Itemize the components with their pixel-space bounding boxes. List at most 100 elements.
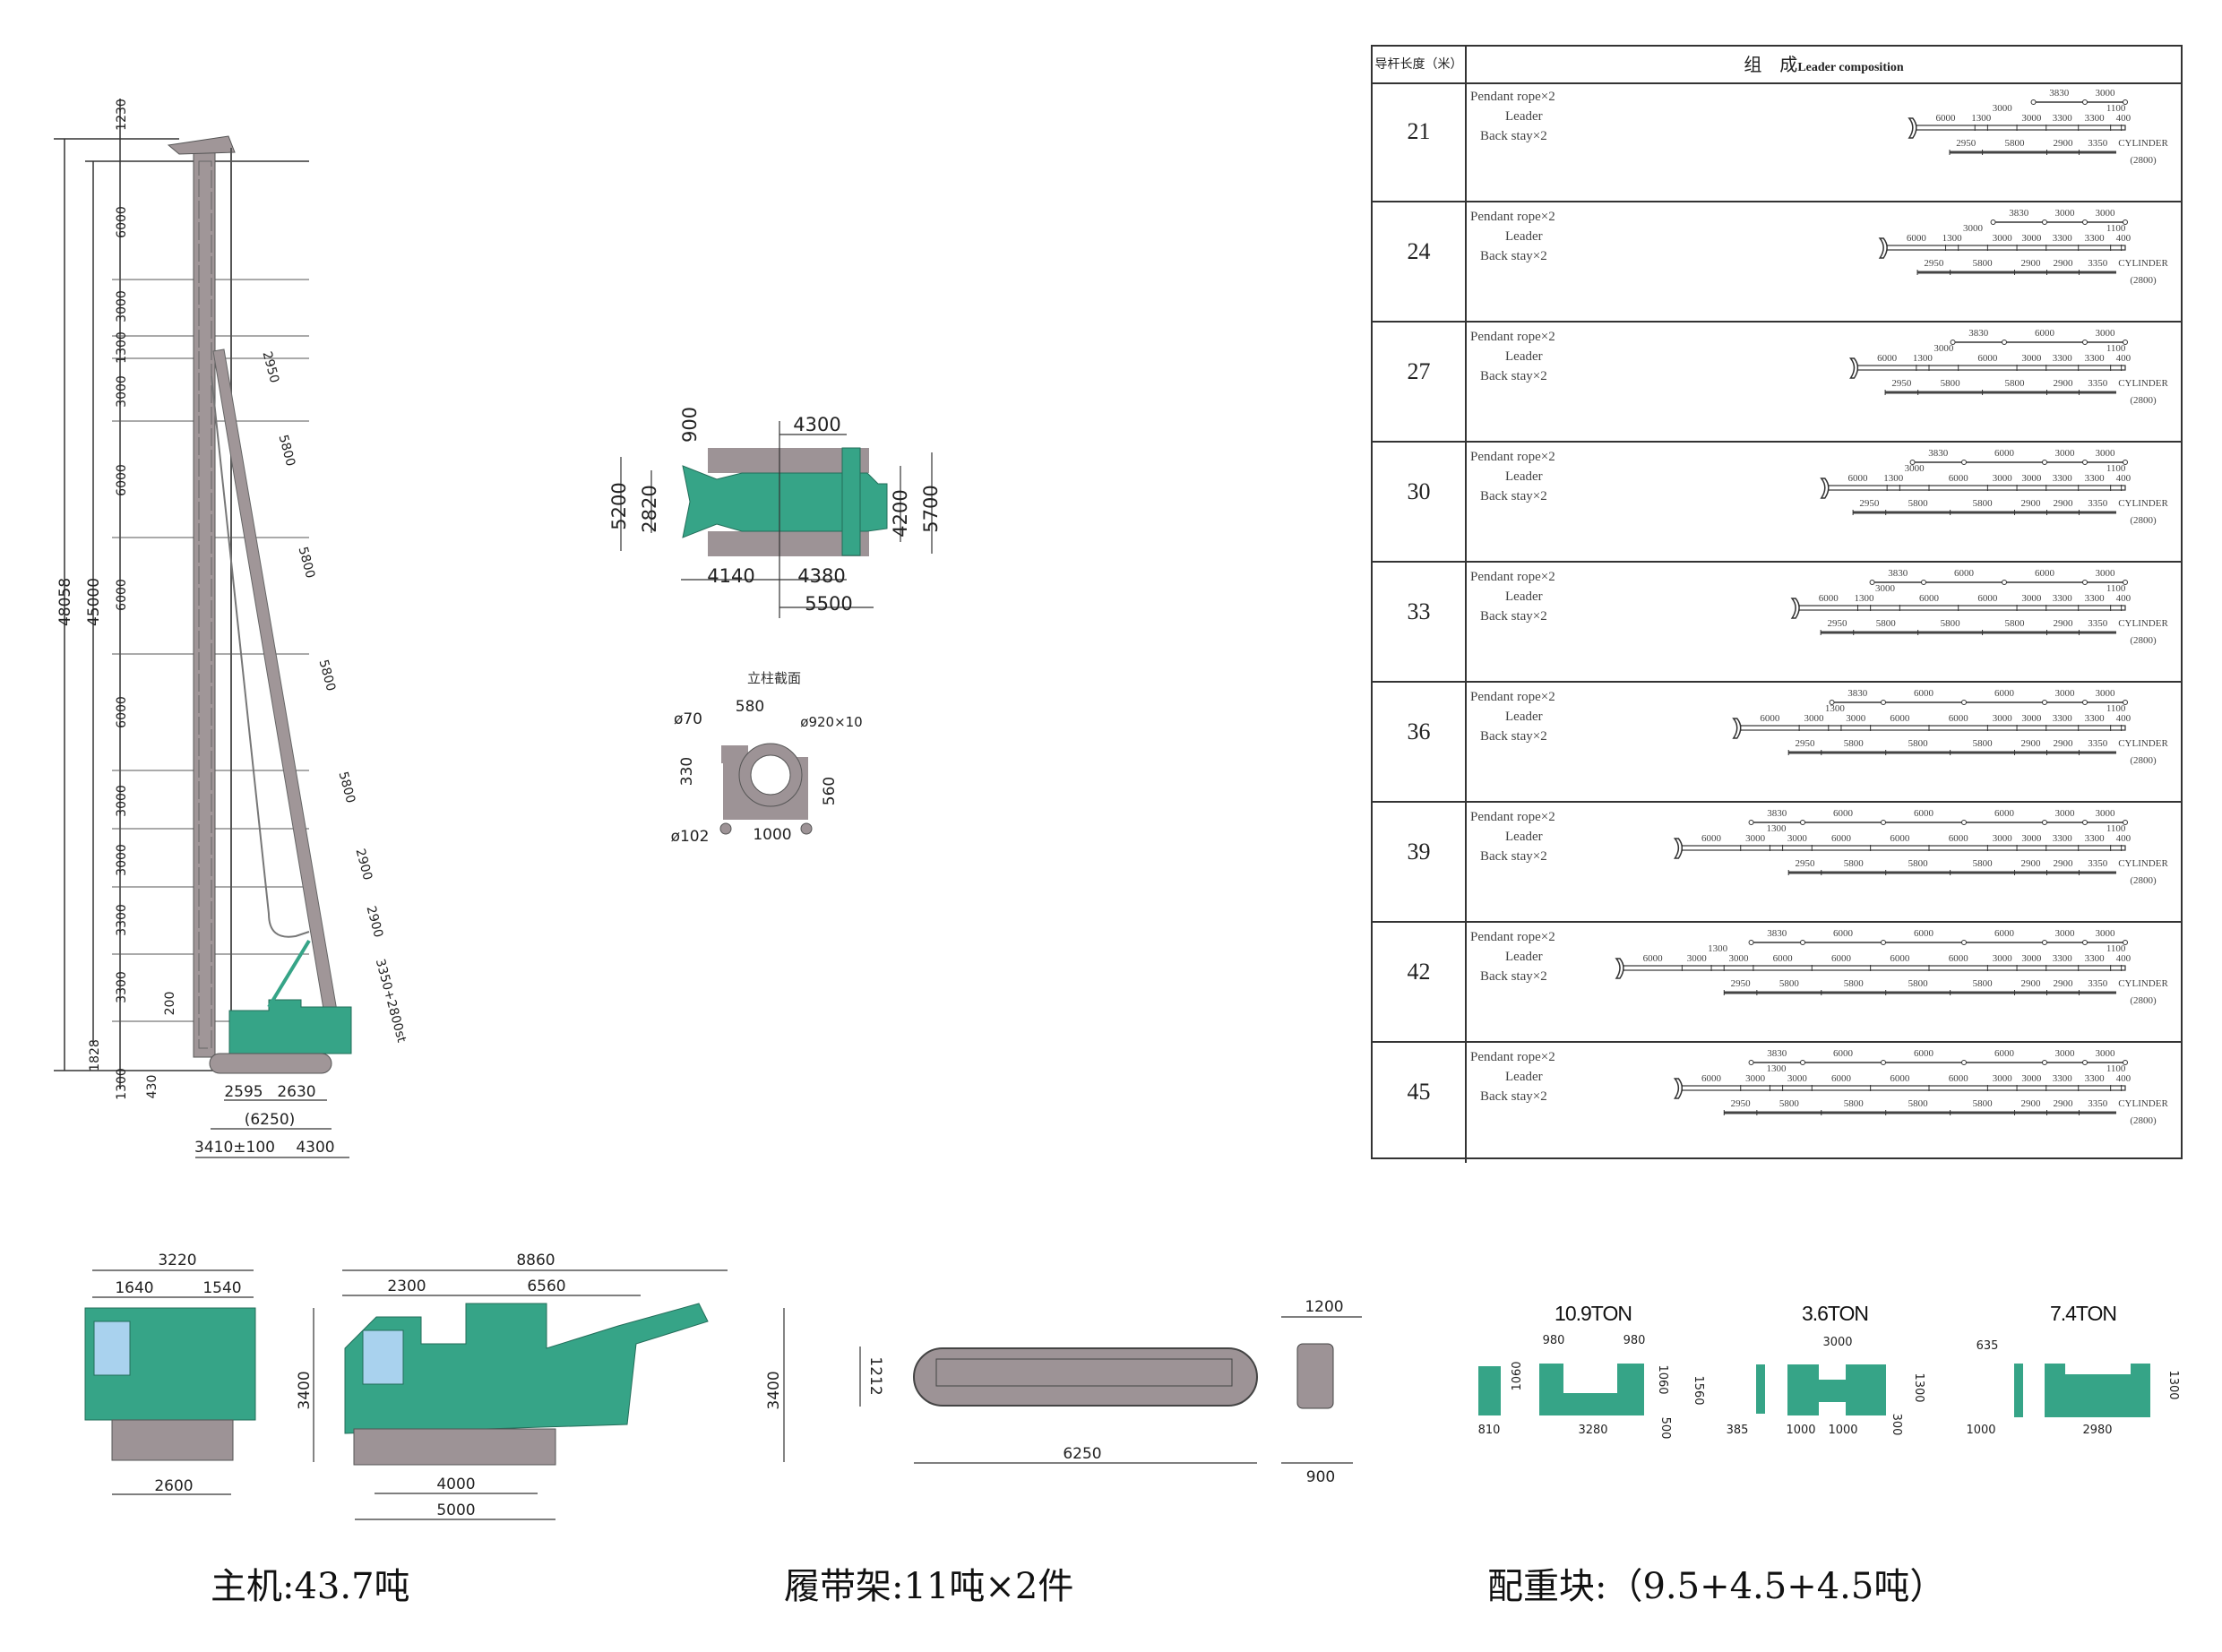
backstay-segment-label: 2950 bbox=[1859, 498, 1880, 509]
dim-d70: ø70 bbox=[674, 710, 702, 728]
leader-segment-label: 6000 bbox=[1890, 953, 1910, 964]
pendant-node bbox=[1961, 1060, 1967, 1065]
leader-foot-icon bbox=[1878, 237, 1888, 259]
pendant-node bbox=[2042, 460, 2047, 465]
dim-backstay: 2900 bbox=[364, 905, 386, 940]
pendant-node bbox=[2123, 940, 2128, 945]
leader-segment-label: 3000 bbox=[1993, 103, 2013, 114]
pendant-node bbox=[1909, 460, 1916, 465]
pendant-segment-label: 3000 bbox=[2055, 208, 2076, 219]
leader-segment-label: 3000 bbox=[1745, 833, 1766, 844]
pendant-node bbox=[2123, 219, 2128, 225]
backstay-segment-label: 5800 bbox=[1973, 1098, 1994, 1109]
leader-segment-label: 3000 bbox=[2021, 593, 2042, 604]
pendant-node bbox=[1961, 940, 1967, 945]
pendant-segment-label: 6000 bbox=[1914, 928, 1934, 939]
leader-bar bbox=[1798, 605, 2126, 611]
pendant-segment-label: 6000 bbox=[2035, 328, 2055, 339]
backstay-segment-label: 3350 bbox=[2088, 858, 2108, 869]
label-pendant: Pendant rope×2 bbox=[1470, 690, 1555, 704]
dim-w1: 3280 bbox=[1578, 1424, 1607, 1437]
dim-base-height: 1828 bbox=[88, 1039, 102, 1071]
backstay-segment-label: 2950 bbox=[1795, 738, 1815, 749]
dim-vertical: 3300 bbox=[115, 904, 129, 936]
backstay-segment-label: 3350 bbox=[2088, 738, 2108, 749]
dim-w1: 1060 bbox=[1656, 1364, 1669, 1394]
leader-segment-label: 3000 bbox=[1905, 463, 1925, 474]
leader-bar bbox=[1916, 125, 2126, 131]
backstay-segment-label: 3350 bbox=[2088, 1098, 2108, 1109]
backstay-segment-label: 5800 bbox=[1844, 978, 1865, 989]
backstay-segment-label: 2900 bbox=[2053, 858, 2073, 869]
pendant-segment-label: 3000 bbox=[2096, 88, 2116, 99]
leader-segment-label: 3300 bbox=[2053, 233, 2073, 244]
pendant-segment-label: 6000 bbox=[1833, 928, 1854, 939]
cylinder-stroke-label: (2800) bbox=[2130, 875, 2157, 886]
pendant-node bbox=[2082, 820, 2088, 825]
backstay-segment-label: 3350 bbox=[2088, 978, 2108, 989]
leader-segment-label: 400 bbox=[2116, 1073, 2132, 1084]
cylinder-label: CYLINDER bbox=[2118, 618, 2168, 629]
dim-4140: 4140 bbox=[707, 565, 754, 587]
backstay-segment-label: 5800 bbox=[2005, 378, 2026, 389]
label-backstay: Back stay×2 bbox=[1480, 1089, 1547, 1104]
pendant-segment-label: 3000 bbox=[2055, 688, 2076, 699]
leader-segment-label: 3000 bbox=[1993, 953, 2013, 964]
pendant-segment-label: 6000 bbox=[1914, 688, 1934, 699]
leader-segment-label: 1300 bbox=[1767, 1063, 1787, 1074]
pendant-segment-label: 3000 bbox=[2055, 1048, 2076, 1059]
backstay-segment-label: 5800 bbox=[1844, 738, 1865, 749]
label-pendant: Pendant rope×2 bbox=[1470, 930, 1555, 944]
pendant-segment-label: 3830 bbox=[2009, 208, 2029, 219]
backstay-segment-label: 2900 bbox=[2053, 1098, 2073, 1109]
label-backstay: Back stay×2 bbox=[1480, 969, 1547, 984]
pendant-node bbox=[1748, 940, 1754, 945]
pendant-node bbox=[2123, 820, 2128, 825]
backstay-segment-label: 3350 bbox=[2088, 138, 2108, 149]
pile-driver-elevation bbox=[167, 135, 352, 1074]
caption-crawler-frame: 履带架:11吨×2件 bbox=[784, 1566, 1074, 1607]
dim-1540: 1540 bbox=[202, 1279, 241, 1297]
label-backstay: Back stay×2 bbox=[1480, 729, 1547, 744]
pendant-segment-label: 3000 bbox=[2096, 1048, 2116, 1059]
cylinder-label: CYLINDER bbox=[2118, 498, 2168, 509]
leader-segment-label: 3000 bbox=[2021, 833, 2042, 844]
dim-vertical: 6000 bbox=[115, 206, 129, 238]
dim-backstay: 2900 bbox=[353, 848, 375, 882]
dim-vertical: 1300 bbox=[115, 1068, 129, 1100]
leader-length: 21 bbox=[1373, 82, 1467, 201]
leader-segment-label: 3000 bbox=[1993, 1073, 2013, 1084]
pendant-node bbox=[1881, 940, 1886, 945]
leader-segment-label: 6000 bbox=[1949, 713, 1969, 724]
leader-foot-icon bbox=[1848, 357, 1859, 379]
leader-segment-label: 1300 bbox=[1708, 943, 1728, 954]
front-view: 3220 1640 1540 2600 bbox=[84, 1252, 256, 1495]
pendant-segment-label: 3830 bbox=[1767, 808, 1787, 819]
pendant-segment-label: 3830 bbox=[1968, 328, 1989, 339]
dim-vertical: 1230 bbox=[115, 99, 129, 131]
dim-2300: 2300 bbox=[387, 1278, 426, 1295]
leader-length: 24 bbox=[1373, 202, 1467, 321]
leader-segment-label: 3300 bbox=[2085, 593, 2106, 604]
dim-5200: 5200 bbox=[608, 482, 630, 529]
leader-segment-label: 3300 bbox=[2053, 353, 2073, 364]
dim-200: 200 bbox=[163, 992, 177, 1016]
leader-segment-label: 1300 bbox=[1767, 823, 1787, 834]
dim-4200: 4200 bbox=[890, 489, 911, 537]
pendant-node bbox=[1829, 700, 1835, 705]
leader-foot-icon bbox=[1820, 478, 1830, 499]
pendant-segment-label: 3000 bbox=[2096, 208, 2116, 219]
leader-segment-label: 6000 bbox=[1819, 593, 1839, 604]
leader-segment-label: 3300 bbox=[2085, 833, 2106, 844]
backstay-segment-label: 5800 bbox=[1876, 618, 1897, 629]
dim-backstay: 5800 bbox=[276, 434, 298, 469]
leader-bar bbox=[1623, 965, 2126, 971]
cylinder-stroke-label: (2800) bbox=[2130, 635, 2157, 646]
backstay-segment-label: 5800 bbox=[1908, 738, 1929, 749]
leader-segment-label: 6000 bbox=[1831, 833, 1852, 844]
pendant-segment-label: 3830 bbox=[1767, 928, 1787, 939]
